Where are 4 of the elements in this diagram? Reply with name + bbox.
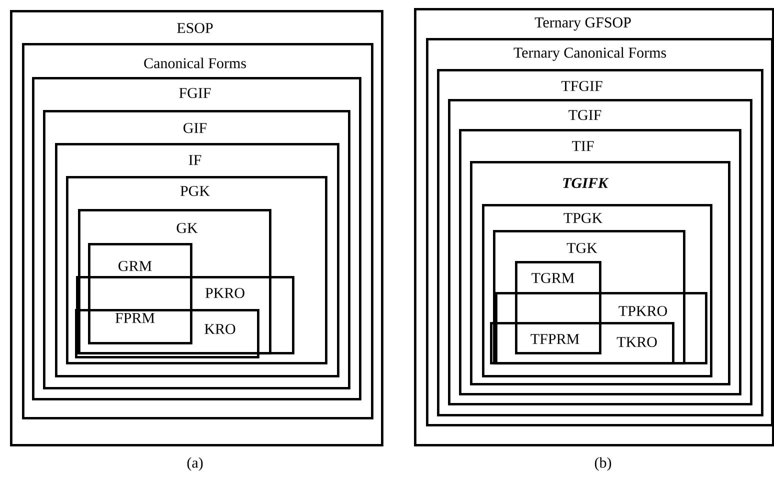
region-label: FPRM — [115, 313, 155, 323]
region-label: TFPRM — [530, 334, 580, 344]
panel-caption: (b) — [594, 457, 612, 471]
panel-caption: (a) — [187, 457, 203, 471]
